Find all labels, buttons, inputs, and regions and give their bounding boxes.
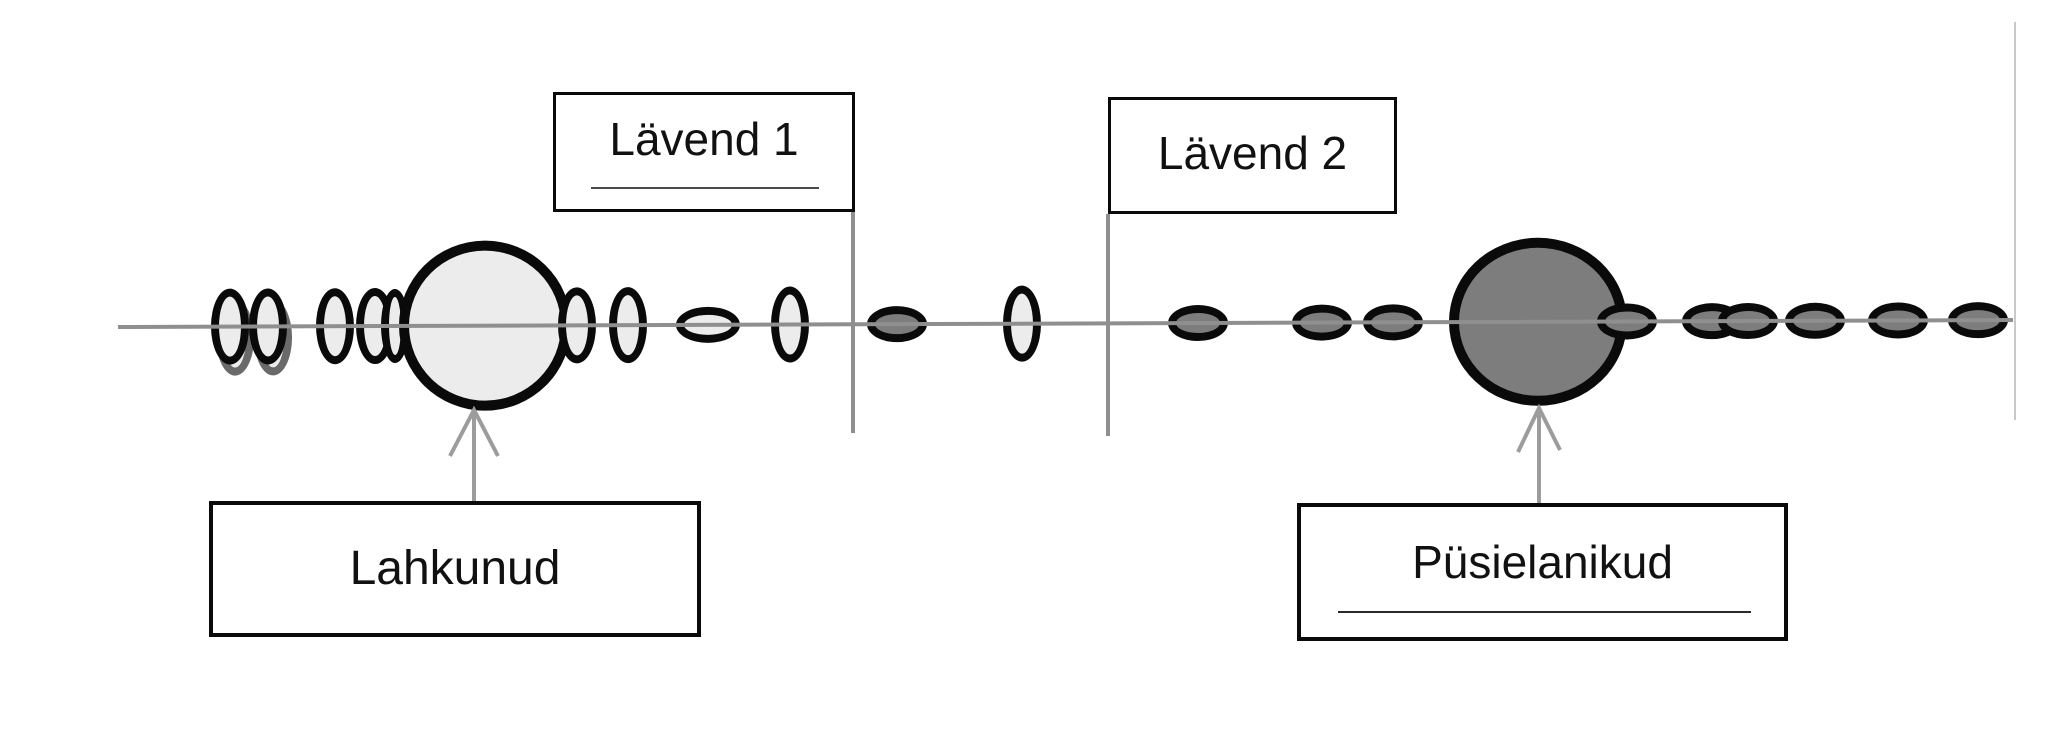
group-left-label: Lahkunud xyxy=(349,542,561,595)
group-left-label-box: Lahkunud xyxy=(209,501,701,637)
threshold-2-label-box: Lävend 2 xyxy=(1108,97,1397,214)
group-right-underline xyxy=(1338,611,1751,613)
page-edge-line xyxy=(2014,22,2016,420)
group-right-label-box: Püsielanikud xyxy=(1297,503,1788,641)
threshold-2-line xyxy=(1106,214,1110,436)
threshold-1-label: Lävend 1 xyxy=(609,113,799,165)
axis-strip xyxy=(117,237,2013,411)
group-right-label: Püsielanikud xyxy=(1412,536,1673,588)
threshold-1-line xyxy=(851,212,855,433)
arrow-lahkunud xyxy=(448,405,500,503)
threshold-2-label: Lävend 2 xyxy=(1157,126,1348,179)
threshold-1-underline xyxy=(591,187,819,189)
arrow-pysielanikud xyxy=(1516,403,1562,505)
threshold-1-label-box: Lävend 1 xyxy=(553,92,855,212)
